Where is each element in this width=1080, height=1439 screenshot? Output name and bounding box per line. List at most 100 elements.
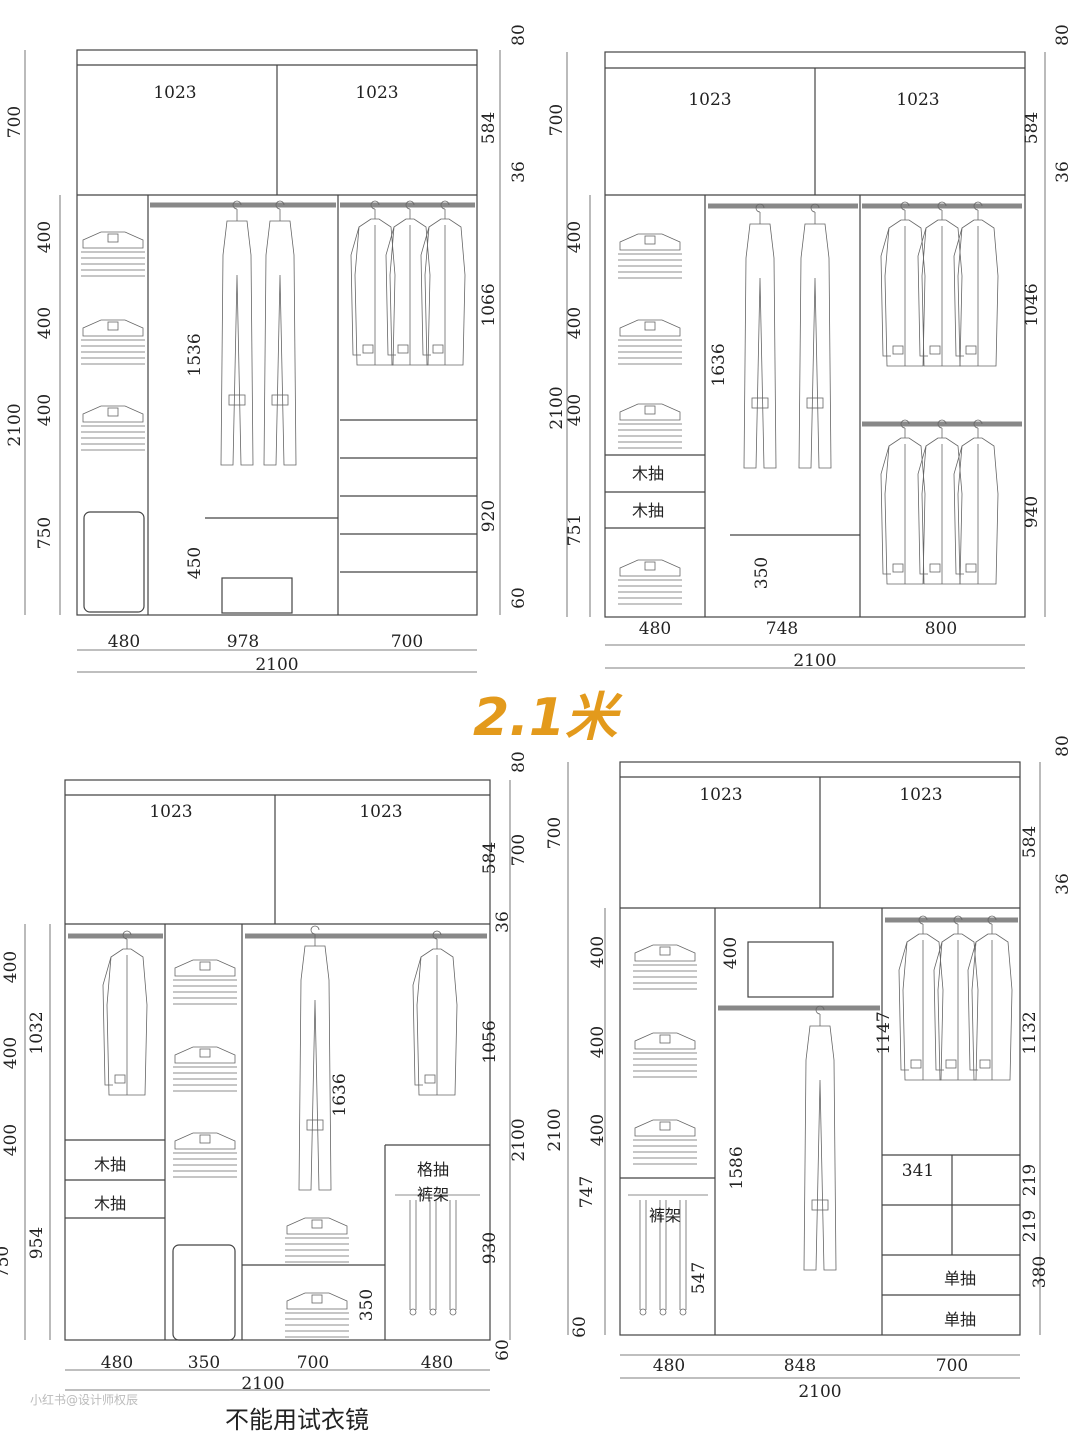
- p4-left-dim-7: 60: [570, 1316, 590, 1338]
- center-title: 2.1米: [473, 688, 623, 748]
- p3-right-dim-3: 700: [509, 834, 529, 866]
- p2-right-dim-2: 584: [1022, 112, 1042, 144]
- p4-right-dim-7: 380: [1030, 1256, 1050, 1288]
- p1-left-dim-4: 400: [35, 307, 55, 339]
- p3-total-width: 2100: [241, 1374, 284, 1394]
- watermark: 小红书@设计师权辰: [30, 1392, 138, 1407]
- p3-left-dim-2: 1032: [27, 1011, 47, 1054]
- p3-right-dim-5: 1056: [480, 1020, 500, 1063]
- p2-left-dim-1: 700: [547, 104, 567, 136]
- p1-bottom-dim-2: 978: [227, 632, 259, 652]
- p3-bottom-dim-2: 350: [188, 1353, 220, 1373]
- p4-total-width: 2100: [798, 1382, 841, 1402]
- p1-total-width: 2100: [255, 655, 298, 675]
- p4-inner-dim-4: 1147: [874, 1011, 894, 1054]
- p4-left-dim-3: 400: [588, 936, 608, 968]
- p1-left-dim-3: 400: [35, 221, 55, 253]
- p3-right-dim-8: 60: [493, 1339, 513, 1361]
- p3-label-4: 裤架: [417, 1185, 449, 1204]
- p4-label-3: 单抽: [944, 1310, 976, 1329]
- p3-left-dim-3: 400: [1, 1037, 21, 1069]
- p2-right-dim-5: 940: [1022, 496, 1042, 528]
- panel-1: [24, 49, 501, 673]
- p2-left-dim-3: 400: [565, 221, 585, 253]
- p3-right-dim-1: 80: [509, 751, 529, 773]
- p1-top-dim-1: 1023: [153, 83, 196, 103]
- p3-label-2: 木抽: [94, 1194, 126, 1213]
- p1-left-dim-1: 700: [5, 106, 25, 138]
- p3-left-dim-4: 400: [1, 1124, 21, 1156]
- p3-bottom-dim-1: 480: [101, 1353, 133, 1373]
- p4-right-dim-4: 1132: [1020, 1011, 1040, 1054]
- p1-right-dim-1: 80: [509, 24, 529, 46]
- p3-inner-dim-1: 1636: [330, 1073, 350, 1116]
- p3-bottom-dim-3: 700: [297, 1353, 329, 1373]
- p4-bottom-dim-3: 700: [936, 1356, 968, 1376]
- p4-left-dim-4: 400: [588, 1026, 608, 1058]
- p1-top-dim-2: 1023: [355, 83, 398, 103]
- p4-left-dim-5: 400: [588, 1114, 608, 1146]
- p4-label-1: 裤架: [649, 1206, 681, 1225]
- p1-right-dim-5: 920: [479, 500, 499, 532]
- p4-inner-dim-5: 341: [902, 1161, 934, 1181]
- p3-right-dim-4: 36: [493, 911, 513, 933]
- p4-inner-dim-2: 1586: [727, 1146, 747, 1189]
- p1-left-dim-2: 2100: [5, 403, 25, 446]
- p2-bottom-dim-2: 748: [766, 619, 798, 639]
- p1-right-dim-2: 584: [479, 112, 499, 144]
- p2-left-dim-2: 2100: [547, 386, 567, 429]
- p1-bottom-dim-1: 480: [108, 632, 140, 652]
- p4-inner-dim-3: 547: [689, 1262, 709, 1294]
- panel-4: [567, 761, 1041, 1379]
- p4-right-dim-6: 219: [1020, 1210, 1040, 1242]
- p1-left-dim-6: 750: [35, 517, 55, 549]
- p2-left-dim-6: 751: [565, 514, 585, 546]
- p4-right-dim-2: 584: [1020, 826, 1040, 858]
- p3-label-3: 格抽: [417, 1160, 449, 1179]
- p1-inner-dim-1: 1536: [185, 333, 205, 376]
- p2-left-dim-5: 400: [565, 394, 585, 426]
- p3-bottom-dim-4: 480: [421, 1353, 453, 1373]
- p2-left-dim-4: 400: [565, 307, 585, 339]
- p4-inner-dim-1: 400: [721, 937, 741, 969]
- p3-inner-dim-2: 350: [357, 1289, 377, 1321]
- p3-left-dim-6: 750: [0, 1246, 13, 1278]
- p2-label-1: 木抽: [632, 464, 664, 483]
- p4-top-dim-1: 1023: [699, 785, 742, 805]
- panel-2: [566, 51, 1046, 669]
- panel-3: [24, 779, 511, 1391]
- p1-left-dim-5: 400: [35, 394, 55, 426]
- p4-right-dim-1: 80: [1053, 735, 1073, 757]
- p4-bottom-dim-2: 848: [784, 1356, 816, 1376]
- p4-label-2: 单抽: [944, 1269, 976, 1288]
- p4-left-dim-1: 700: [545, 817, 565, 849]
- p3-left-dim-5: 954: [27, 1227, 47, 1259]
- p2-bottom-dim-1: 480: [639, 619, 671, 639]
- p2-top-dim-1: 1023: [688, 90, 731, 110]
- p1-bottom-dim-3: 700: [391, 632, 423, 652]
- p4-left-dim-2: 2100: [545, 1108, 565, 1151]
- p3-top-dim-1: 1023: [149, 802, 192, 822]
- p3-right-dim-6: 2100: [509, 1118, 529, 1161]
- p4-left-dim-6: 747: [577, 1176, 597, 1208]
- p3-top-dim-2: 1023: [359, 802, 402, 822]
- caption: 不能用试衣镜: [225, 1406, 369, 1434]
- p2-right-dim-3: 36: [1053, 161, 1073, 183]
- p4-right-dim-5: 219: [1020, 1164, 1040, 1196]
- p1-right-dim-6: 60: [509, 587, 529, 609]
- p3-right-dim-7: 930: [480, 1232, 500, 1264]
- p3-label-1: 木抽: [94, 1155, 126, 1174]
- p2-inner-dim-2: 350: [752, 557, 772, 589]
- p2-right-dim-1: 80: [1053, 24, 1073, 46]
- p2-inner-dim-1: 1636: [709, 343, 729, 386]
- p1-inner-dim-2: 450: [185, 547, 205, 579]
- p1-right-dim-4: 1066: [479, 283, 499, 326]
- p2-bottom-dim-3: 800: [925, 619, 957, 639]
- p4-top-dim-2: 1023: [899, 785, 942, 805]
- p2-top-dim-2: 1023: [896, 90, 939, 110]
- p2-right-dim-4: 1046: [1022, 283, 1042, 326]
- p2-total-width: 2100: [793, 651, 836, 671]
- p4-right-dim-3: 36: [1053, 873, 1073, 895]
- p3-right-dim-2: 584: [480, 842, 500, 874]
- p3-left-dim-1: 400: [1, 951, 21, 983]
